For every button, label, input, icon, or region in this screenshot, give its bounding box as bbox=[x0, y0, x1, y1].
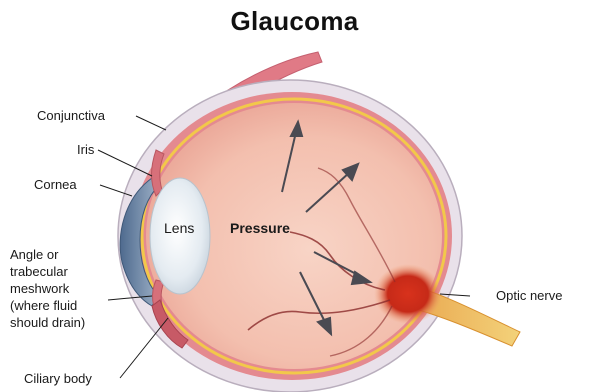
label-pressure: Pressure bbox=[230, 220, 290, 237]
label-iris: Iris bbox=[77, 141, 94, 158]
leader-ciliary bbox=[120, 318, 168, 378]
label-conjunctiva: Conjunctiva bbox=[37, 107, 105, 124]
optic-disc bbox=[374, 264, 442, 324]
label-cornea: Cornea bbox=[34, 176, 77, 193]
label-ciliary-body: Ciliary body bbox=[24, 370, 92, 387]
label-optic-nerve: Optic nerve bbox=[496, 287, 562, 304]
leader-conjunctiva bbox=[136, 116, 166, 130]
label-angle-trabecular-meshwork: Angle or trabecular meshwork (where flui… bbox=[10, 246, 85, 331]
label-lens: Lens bbox=[164, 220, 194, 237]
